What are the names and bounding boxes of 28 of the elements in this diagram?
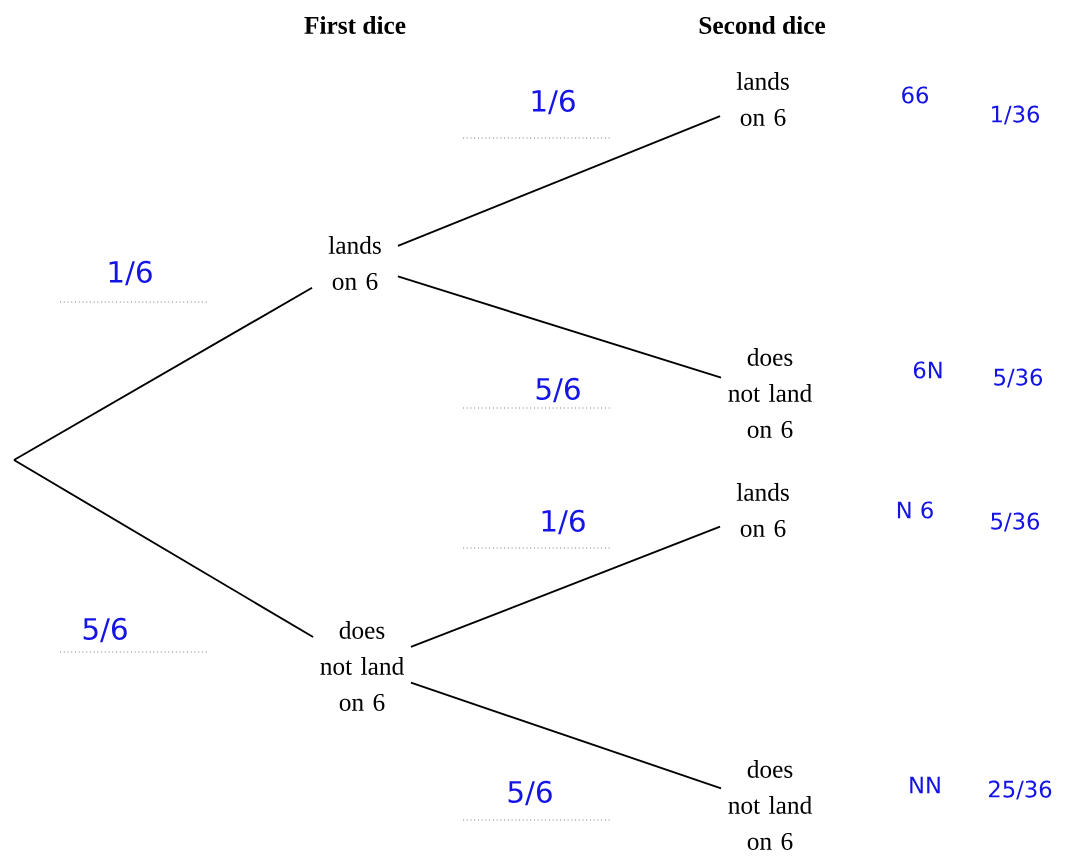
handwritten-probability: 5/36 [994,368,1042,388]
branch-line [397,115,721,247]
edge-label: 5/6 [83,617,127,643]
handwritten-outcome: 6N [913,361,942,379]
handwritten-probability: 1/36 [992,105,1039,125]
column-heading: Second dice [699,16,826,34]
outcome-label: does not land on 6 [320,621,404,711]
outcome-label: lands on 6 [328,236,381,290]
edge-label: 5/6 [536,377,580,403]
edge-label: 5/6 [508,780,552,806]
branch-line [13,286,313,461]
branch-line [410,525,721,648]
branch-line [410,681,722,790]
outcome-label: does not land on 6 [728,348,812,438]
edge-label: 1/6 [542,509,585,535]
handwritten-outcome: N 6 [897,501,933,519]
handwritten-outcome: 66 [902,86,928,104]
outcome-label: lands on 6 [736,483,789,537]
handwritten-probability: 5/36 [991,512,1039,532]
edge-label: 1/6 [109,260,152,286]
outcome-label: does not land on 6 [728,760,812,850]
column-heading: First dice [304,16,406,34]
handwritten-probability: 25/36 [989,780,1052,800]
outcome-label: lands on 6 [736,72,789,126]
branch-line [13,459,314,638]
handwritten-outcome: NN [910,776,940,794]
branch-line [397,275,722,379]
edge-label: 1/6 [532,89,575,115]
